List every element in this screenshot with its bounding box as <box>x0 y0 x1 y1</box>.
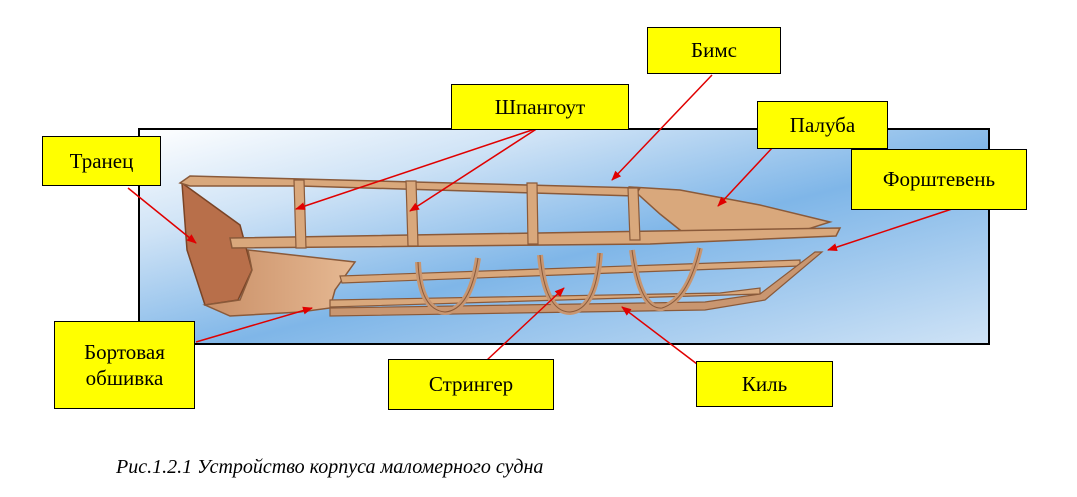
label-frame-text: Шпангоут <box>494 94 586 119</box>
label-stringer: Стрингер <box>388 359 554 410</box>
arrow-transom <box>127 187 197 244</box>
label-frame: Шпангоут <box>451 84 629 130</box>
arrow-frame-1 <box>295 127 539 210</box>
label-stringer-text: Стрингер <box>428 372 514 397</box>
arrow-frame-2 <box>409 127 539 212</box>
label-keel-text: Киль <box>741 371 788 396</box>
frames <box>293 179 641 249</box>
boat-hull <box>178 175 842 317</box>
label-transom-text: Транец <box>69 148 134 173</box>
keel-strip <box>329 251 824 317</box>
stringer-lower <box>329 287 761 308</box>
label-deck-text: Палуба <box>789 112 856 137</box>
figure-caption: Рис.1.2.1 Устройство корпуса маломерного… <box>116 456 544 478</box>
label-beam: Бимс <box>647 27 781 74</box>
label-stem-text: Форштевень <box>882 167 996 192</box>
label-deck: Палуба <box>757 101 888 149</box>
arrow-side-plating <box>195 306 313 343</box>
arrow-stringer <box>486 287 565 361</box>
arrow-keel <box>621 306 698 365</box>
label-transom: Транец <box>42 136 161 186</box>
label-beam-text: Бимс <box>691 38 737 63</box>
u-frames-outline <box>417 247 701 313</box>
arrow-deck <box>717 146 774 207</box>
arrow-beam <box>611 74 713 181</box>
label-side-plating-line1: Бортовая <box>84 339 165 364</box>
arrow-stem <box>827 207 956 251</box>
label-side-plating: Бортовая обшивка <box>54 321 195 409</box>
arrows <box>127 74 956 365</box>
label-keel: Киль <box>696 361 833 407</box>
label-side-plating-line2: обшивка <box>85 366 164 390</box>
label-stem: Форштевень <box>851 149 1027 210</box>
